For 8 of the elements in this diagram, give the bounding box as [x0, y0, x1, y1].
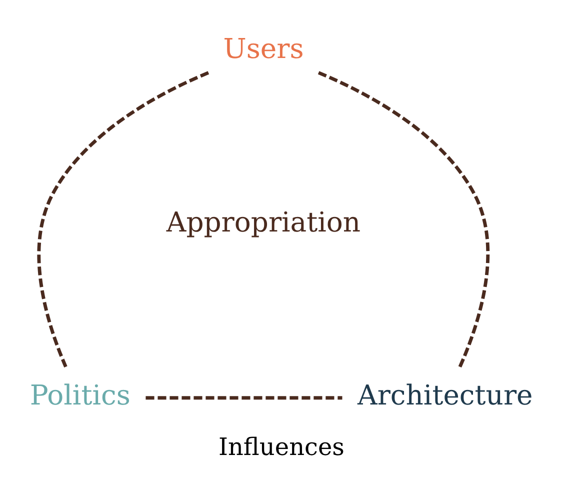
- node-text: Users: [223, 34, 304, 65]
- node-text: Architecture: [358, 380, 533, 411]
- connector: [146, 396, 342, 400]
- connector: [37, 70, 210, 367]
- caption: Influences: [218, 432, 344, 460]
- connector: [318, 70, 490, 367]
- label: Appropriation: [166, 206, 361, 238]
- node-text: Politics: [30, 380, 130, 411]
